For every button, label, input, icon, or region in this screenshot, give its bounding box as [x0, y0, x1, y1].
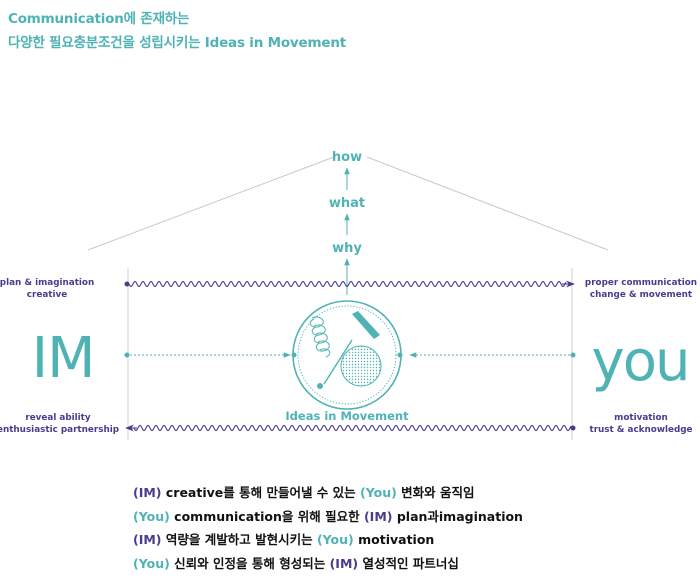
note-3-text-b: motivation — [353, 532, 435, 547]
note-2-tag-b: (IM) — [363, 508, 393, 524]
big-label-im: IM — [32, 326, 95, 391]
ideas-in-movement-emblem — [291, 300, 403, 410]
note-2-text-b: plan과imagination — [392, 508, 523, 524]
note-1-tag-b: (You) — [360, 485, 397, 500]
note-1-text-b: 변화와 움직임 — [396, 485, 475, 500]
wavy-line-bottom — [133, 424, 572, 432]
right-top-line-1: proper communication — [585, 278, 697, 288]
note-2-text-a: communication을 위해 필요한 — [169, 508, 364, 524]
note-2: (You) communication을 위해 필요한 (IM) plan과im… — [133, 506, 523, 530]
note-3-tag-b: (You) — [316, 532, 354, 547]
note-3: (IM) 역량을 계발하고 발현시키는 (You) motivation — [133, 529, 523, 553]
diagram: how what why Ideas in Movement IM you pl… — [0, 150, 697, 440]
title-line-2: 다양한 필요충분조건을 성립시키는 Ideas in Movement — [8, 35, 346, 51]
roof-line-left — [87, 156, 335, 251]
wavy-line-top — [128, 280, 567, 288]
note-1: (IM) creative를 통해 만들어낼 수 있는 (You) 변화와 움직… — [133, 482, 523, 506]
note-4-text-a: 신뢰와 인정을 통해 형성되는 — [169, 555, 330, 571]
note-2-tag-a: (You) — [133, 508, 170, 524]
note-4: (You) 신뢰와 인정을 통해 형성되는 (IM) 열성적인 파트너십 — [133, 553, 523, 577]
big-label-you: you — [592, 329, 689, 394]
middle-right-dot — [570, 352, 576, 358]
note-4-tag-b: (IM) — [329, 555, 359, 571]
center-caption: Ideas in Movement — [285, 409, 409, 423]
note-1-text-a: creative를 통해 만들어낼 수 있는 — [161, 485, 360, 500]
label-what: what — [329, 196, 365, 211]
note-1-tag-a: (IM) — [133, 485, 162, 500]
note-4-text-b: 열성적인 파트너십 — [358, 555, 459, 571]
note-3-tag-a: (IM) — [133, 532, 162, 547]
left-top-line-1: plan & imagination — [0, 278, 94, 288]
right-top-line-2: change & movement — [590, 290, 692, 300]
label-why: why — [332, 241, 362, 256]
note-4-tag-a: (You) — [133, 555, 170, 571]
left-bottom-line-1: reveal ability — [25, 413, 91, 423]
wavy-line-top-start-dot — [124, 281, 130, 287]
left-top-line-2: creative — [27, 290, 67, 300]
wavy-line-bottom-start-dot — [570, 425, 576, 431]
left-bottom-line-2: enthusiastic partnership — [0, 425, 119, 435]
middle-left-dot — [124, 352, 130, 358]
right-bottom-line-1: motivation — [614, 413, 668, 423]
roof-line-right — [366, 156, 609, 251]
notes-list: (IM) creative를 통해 만들어낼 수 있는 (You) 변화와 움직… — [133, 482, 523, 576]
label-how: how — [332, 150, 362, 165]
note-3-text-a: 역량을 계발하고 발현시키는 — [161, 532, 317, 547]
title-line-1: Communication에 존재하는 — [8, 11, 190, 27]
right-bottom-line-2: trust & acknowledge — [589, 425, 692, 435]
